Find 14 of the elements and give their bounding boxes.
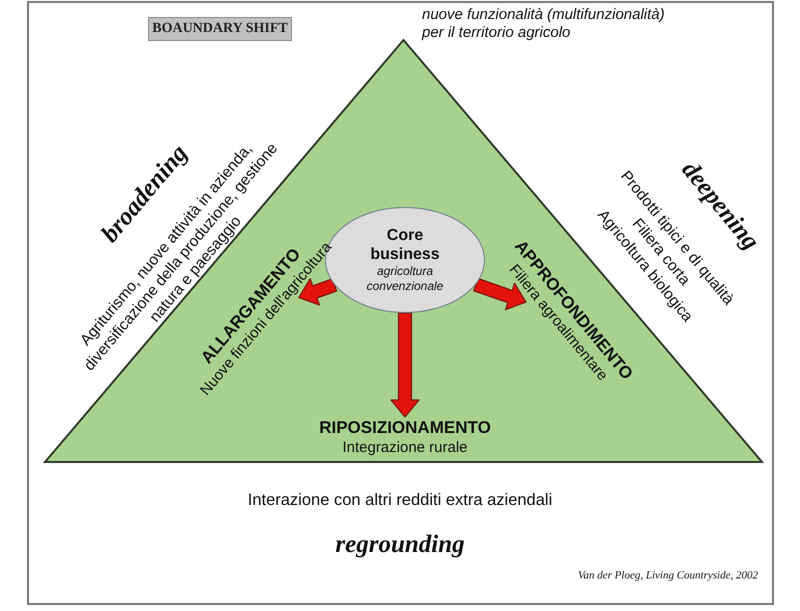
note-text: Interazione con altri redditi extra aziendali xyxy=(246,490,554,510)
note-text: nuove funzionalità (multifunzionalità) per il territorio agricolo xyxy=(422,6,666,42)
block-arrow xyxy=(298,278,338,306)
direction-title: regrounding xyxy=(334,531,466,559)
heading-box xyxy=(148,16,292,40)
core-title: Core business xyxy=(369,226,441,264)
core-subtitle: agricoltura convenzionale xyxy=(366,264,444,294)
section-heading: RIPOSIZIONAMENTO xyxy=(319,417,491,438)
heading-text: BOAUNDARY SHIFT xyxy=(152,20,288,36)
triangle-shape xyxy=(45,40,762,462)
block-arrow xyxy=(473,278,527,310)
source-citation: Van der Ploeg, Living Countryside, 2002 xyxy=(577,570,759,582)
block-arrow xyxy=(390,312,420,418)
section-subtitle: Integrazione rurale xyxy=(342,438,468,457)
